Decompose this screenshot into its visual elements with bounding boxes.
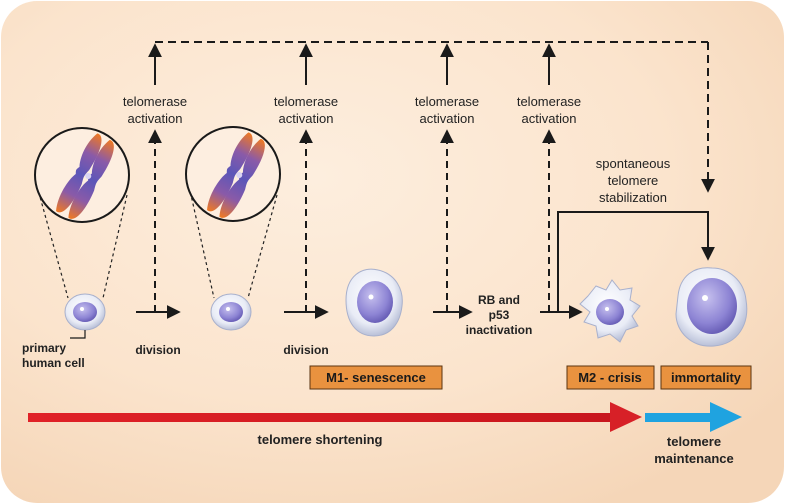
rb-label-line2: p53	[489, 308, 510, 322]
telomerase-label-4-line1: telomerase	[517, 94, 581, 109]
chromosome-icon	[207, 132, 265, 218]
stage-box-senescence: M1- senescence	[309, 365, 443, 390]
stage-senescence-label: M1- senescence	[326, 370, 426, 385]
progression-arrows	[136, 211, 715, 319]
stage-immortality-label: immortality	[671, 370, 742, 385]
telomerase-label-2: telomerase activation	[274, 94, 338, 126]
telomerase-label-3-line2: activation	[420, 111, 475, 126]
stage-box-crisis: M2 - crisis	[566, 365, 655, 390]
maintenance-label-line1: telomere	[667, 434, 721, 449]
primary-label-line2: human cell	[22, 356, 85, 370]
primary-cell	[64, 293, 106, 331]
telomerase-label-4-line2: activation	[522, 111, 577, 126]
senescent-cell	[345, 268, 403, 337]
rb-label-line3: inactivation	[466, 323, 533, 337]
chromosome-icon	[56, 133, 114, 219]
spontaneous-line2: telomere	[608, 173, 659, 188]
telomerase-label-1-line2: activation	[128, 111, 183, 126]
telomere-shortening-arrow	[28, 402, 642, 432]
telomerase-dashed-loop	[148, 41, 715, 312]
division-label-2: division	[283, 343, 328, 357]
chromosome-zoom-2	[185, 126, 281, 299]
dividing-cell	[210, 293, 252, 331]
crisis-cell	[579, 279, 641, 343]
rb-label-line1: RB and	[478, 293, 520, 307]
telomerase-label-1: telomerase activation	[123, 94, 187, 126]
division-label-1: division	[135, 343, 180, 357]
immortal-cell	[675, 267, 748, 347]
telomerase-label-4: telomerase activation	[517, 94, 581, 126]
telomerase-label-2-line1: telomerase	[274, 94, 338, 109]
stage-box-immortality: immortality	[660, 365, 752, 390]
telomerase-label-1-line1: telomerase	[123, 94, 187, 109]
telomerase-label-2-line2: activation	[279, 111, 334, 126]
primary-cell-pointer	[70, 330, 86, 339]
primary-label-line1: primary	[22, 341, 66, 355]
telomere-maintenance-arrow	[645, 402, 742, 432]
telomerase-label-3: telomerase activation	[415, 94, 479, 126]
maintenance-label-line2: maintenance	[654, 451, 733, 466]
stage-crisis-label: M2 - crisis	[578, 370, 642, 385]
shortening-label: telomere shortening	[258, 432, 383, 447]
spontaneous-line3: stabilization	[599, 190, 667, 205]
spontaneous-line1: spontaneous	[596, 156, 671, 171]
chromosome-zoom-1	[34, 127, 130, 299]
telomerase-label-3-line1: telomerase	[415, 94, 479, 109]
